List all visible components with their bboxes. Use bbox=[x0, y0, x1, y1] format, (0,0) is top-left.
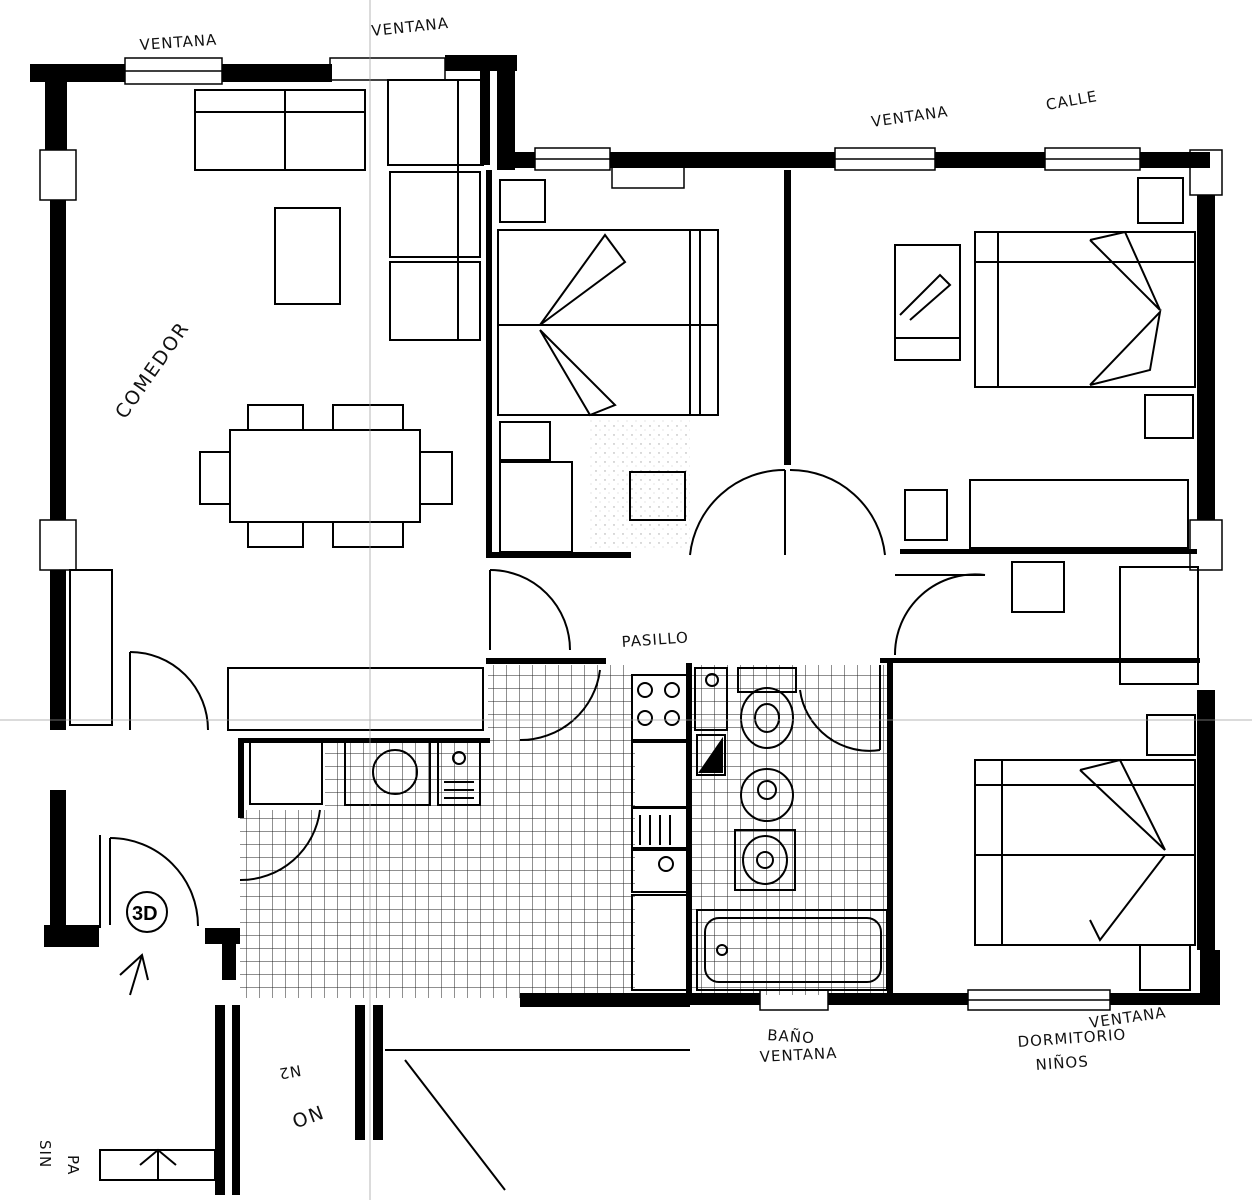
label-side-left: SIN bbox=[36, 1140, 54, 1168]
stair-arrow-icon bbox=[99, 1148, 216, 1181]
walls bbox=[30, 55, 1220, 1195]
doors bbox=[99, 468, 986, 1191]
furniture bbox=[69, 79, 1199, 991]
label-bano-ventana: VENTANA bbox=[759, 1044, 838, 1066]
unit-badge bbox=[126, 891, 168, 933]
label-ninos: NIÑOS bbox=[1035, 1051, 1089, 1074]
label-corridor-n2: N2 bbox=[277, 1061, 303, 1083]
unit-id-label: 3D bbox=[132, 903, 158, 925]
label-side-left-2: PA bbox=[64, 1155, 82, 1175]
label-ventana-top-left: VENTANA bbox=[139, 31, 218, 54]
entry-arrow-icon bbox=[119, 953, 149, 996]
label-pasillo: PASILLO bbox=[621, 628, 689, 651]
label-bano: BAÑO bbox=[767, 1025, 816, 1047]
